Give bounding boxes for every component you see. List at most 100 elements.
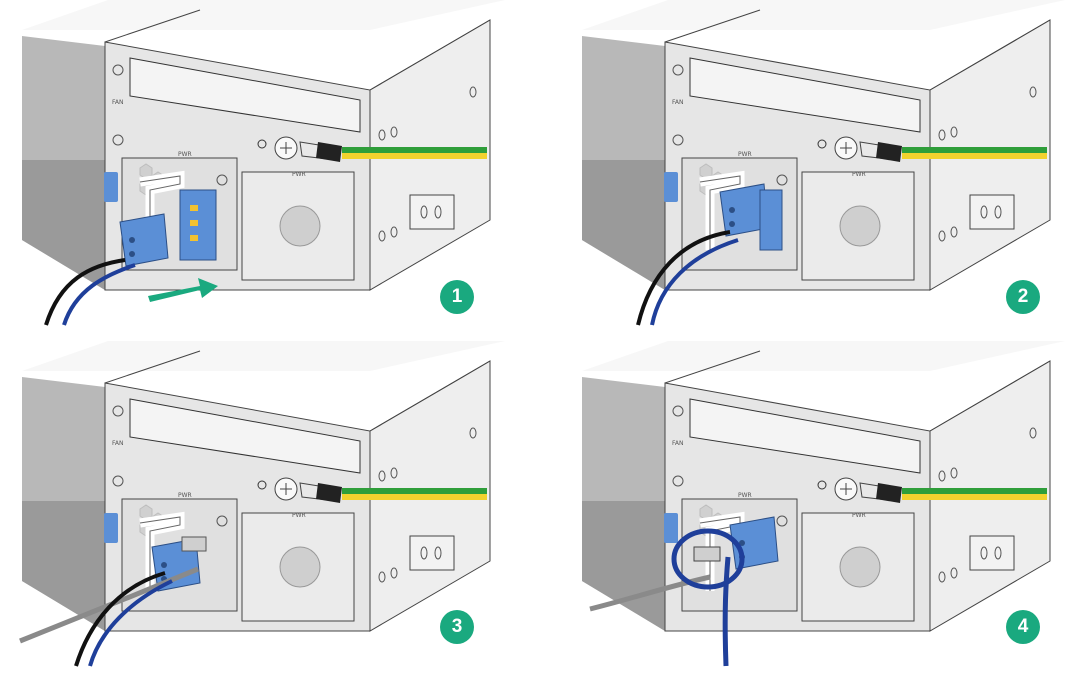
chassis-left-lower — [582, 501, 665, 631]
vent-hole — [378, 470, 386, 482]
side-plate — [969, 194, 1015, 230]
cable-loop — [671, 528, 745, 590]
ground-cable — [342, 488, 487, 494]
psu-latch — [664, 172, 678, 202]
power-cable-black — [74, 571, 166, 667]
screw-icon — [776, 515, 788, 527]
vent-hole — [950, 226, 958, 238]
pwr-label: PWR — [738, 151, 752, 158]
insert-arrow-icon — [148, 278, 218, 302]
fan-slot — [689, 398, 921, 474]
vent-hole — [938, 230, 946, 242]
step-badge: 4 — [1006, 610, 1040, 644]
vent-hole — [938, 470, 946, 482]
vent-hole — [469, 427, 477, 439]
psu-fan-circle — [279, 205, 321, 247]
vent-hole — [390, 226, 398, 238]
psu-latch — [104, 513, 118, 543]
vent-hole — [938, 129, 946, 141]
cable-tie — [589, 574, 711, 612]
step-panel-4: FAN PWR PWR — [560, 341, 1074, 682]
vent-hole — [1029, 427, 1037, 439]
connector-screw-icon — [729, 221, 735, 227]
step-badge: 2 — [1006, 280, 1040, 314]
power-cable-black — [636, 230, 731, 326]
vent-hole — [1029, 86, 1037, 98]
ground-cable — [902, 488, 1047, 494]
socket-pin — [190, 235, 198, 241]
step-panel-2: FAN PWR PWR — [560, 0, 1074, 341]
screw-icon — [112, 405, 124, 417]
chassis-top — [582, 341, 1065, 371]
vent-hole — [950, 126, 958, 138]
connector-screw-icon — [729, 207, 735, 213]
fan-label: FAN — [112, 440, 124, 447]
chassis-top — [582, 0, 1065, 30]
pwr-label: PWR — [178, 492, 192, 499]
pwr-label-2: PWR — [852, 512, 866, 519]
ground-symbol-icon — [817, 480, 827, 490]
step-panel-3: FAN PWR PWR — [0, 341, 537, 682]
chassis-top — [22, 341, 505, 371]
screw-icon — [112, 64, 124, 76]
psu-fan-circle — [279, 546, 321, 588]
ground-symbol-icon — [817, 139, 827, 149]
vent-hole — [378, 230, 386, 242]
ground-crimp — [876, 483, 902, 503]
screw-icon — [672, 64, 684, 76]
psu-latch — [104, 172, 118, 202]
pwr-label-2: PWR — [292, 512, 306, 519]
connector-screw-icon — [161, 562, 167, 568]
fan-label: FAN — [112, 99, 124, 106]
chassis-left-lower — [22, 160, 105, 290]
vent-hole — [390, 567, 398, 579]
fan-slot — [129, 398, 361, 474]
pwr-label: PWR — [178, 151, 192, 158]
vent-hole — [469, 86, 477, 98]
step-panel-1: FAN PWR PWR — [0, 0, 537, 341]
screw-icon — [216, 515, 228, 527]
ground-cable — [902, 147, 1047, 153]
vent-hole — [950, 567, 958, 579]
pwr-label-2: PWR — [852, 171, 866, 178]
vent-hole — [390, 467, 398, 479]
screw-icon — [216, 174, 228, 186]
device-illustration: FAN PWR PWR — [22, 0, 505, 326]
ground-symbol-icon — [257, 139, 267, 149]
fan-label: FAN — [672, 99, 684, 106]
vent-hole — [938, 571, 946, 583]
step-badge: 1 — [440, 280, 474, 314]
vent-hole — [378, 129, 386, 141]
device-illustration: FAN PWR PWR — [582, 341, 1065, 667]
psu-fan-circle — [839, 546, 881, 588]
screw-icon — [112, 134, 124, 146]
socket-pin — [190, 205, 198, 211]
power-cable-blue — [88, 579, 173, 667]
psu-latch — [664, 513, 678, 543]
side-plate — [969, 535, 1015, 571]
pwr-label: PWR — [738, 492, 752, 499]
chassis-left-lower — [582, 160, 665, 290]
power-cable-black — [44, 258, 126, 326]
cable-tie-head — [693, 546, 721, 562]
socket-pin — [190, 220, 198, 226]
connector-screw-icon — [129, 237, 135, 243]
ground-crimp — [316, 142, 342, 162]
chassis-top — [22, 0, 505, 30]
chassis-left-lower — [22, 501, 105, 631]
power-cable-blue — [650, 238, 739, 326]
fan-slot — [689, 57, 921, 133]
ground-crimp — [316, 483, 342, 503]
side-plate — [409, 194, 455, 230]
vent-hole — [950, 467, 958, 479]
vent-hole — [378, 571, 386, 583]
device-illustration: FAN PWR PWR — [19, 341, 505, 667]
fan-label: FAN — [672, 440, 684, 447]
screw-icon — [672, 134, 684, 146]
connector-screw-icon — [129, 251, 135, 257]
psu-socket — [759, 189, 783, 251]
ground-crimp — [876, 142, 902, 162]
side-plate — [409, 535, 455, 571]
screw-icon — [776, 174, 788, 186]
power-connector — [119, 213, 169, 267]
